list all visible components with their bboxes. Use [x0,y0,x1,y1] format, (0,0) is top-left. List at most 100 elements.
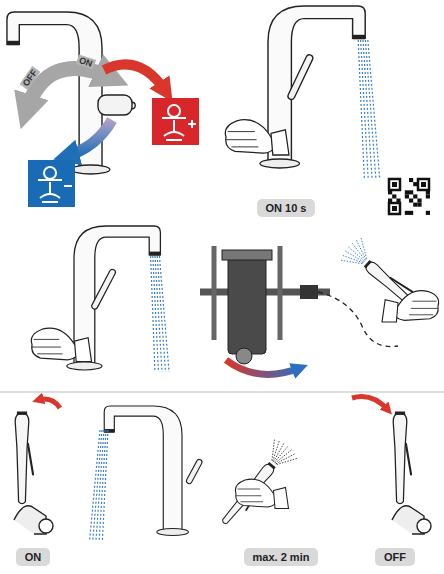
faucet [7,12,132,174]
valve-knob [417,519,431,533]
qr-ground [388,178,430,215]
spray-jet [341,249,363,270]
lever [291,58,309,96]
icon-sign [188,120,196,128]
lever [291,58,309,96]
aerator [353,35,366,40]
cold-arrow [66,120,112,156]
lever [95,272,113,306]
faucet [260,6,365,168]
finger-lines [32,339,63,353]
pill-text: ON 10 s [266,202,307,214]
icon-sign [64,185,72,187]
lever [189,462,199,481]
cuff [274,488,289,509]
qr-cell [413,203,417,207]
qr-cell [426,194,430,198]
water-stream [151,256,169,372]
spray-lever [390,275,412,296]
spray-body [219,462,275,526]
finger-lines [236,489,263,502]
water-stream [90,430,108,540]
spray-lever [406,444,411,475]
spray-body [393,413,407,504]
spray-head [364,260,372,268]
hand [225,120,289,155]
hand-spray [15,412,33,504]
divider [0,391,444,392]
faucet [104,406,199,536]
qr-cell [409,190,413,194]
shutoff-wheel [236,348,252,364]
cuff [75,338,92,362]
hand [235,479,288,508]
pill-text: OFF [384,551,406,563]
faucet-base [67,362,102,370]
status-pill: ON 10 s [257,199,316,217]
cuff [271,130,289,155]
handle [98,95,132,115]
aerator [149,252,160,256]
hand [382,291,439,322]
spray-head [395,412,405,415]
water-line [102,430,108,540]
qr-cell [405,211,409,215]
icon-square [152,98,199,145]
icon-figure [38,180,62,202]
filter-cartridge [228,254,266,354]
qr-cell [417,199,421,203]
temperature-icon [152,98,199,145]
spray-body [15,413,29,504]
status-pill: max. 2 min [244,548,319,566]
turn-off-arrow [352,397,388,411]
faucet-base [260,159,300,168]
qr-cell [392,182,396,186]
qr-finder [389,203,400,214]
spray-head [17,412,27,415]
spray-lever [28,444,33,475]
spray-jet [276,448,296,469]
water-line [90,430,100,540]
aerator [7,41,19,46]
qr-cell [392,194,396,198]
spray-jet [266,440,286,461]
qr-cell [413,194,417,198]
icon-head [44,167,56,179]
qr-finder [392,182,397,187]
icon-head [168,105,180,117]
lever [189,462,199,481]
temperature-icon [28,160,75,207]
qr-cell [409,211,413,215]
hand-palm [235,479,276,507]
qr-cell [405,190,409,194]
spray-head [267,462,275,470]
faucet-base [71,165,110,174]
water-line [99,430,106,540]
hand-palm [31,328,78,360]
lever [95,272,113,306]
finger-lines [226,132,258,147]
hose-connector [300,285,318,299]
qr-finder [389,179,400,190]
qr-cell [409,199,413,203]
finger-lines [409,301,438,315]
filter-head [222,250,272,260]
spray-jet [275,446,292,466]
qr-cell [409,178,413,182]
hand-spray [393,412,411,504]
pill-text: max. 2 min [253,551,310,563]
spray-jet [277,450,298,472]
cuff [382,300,398,322]
qr-cell [426,211,430,215]
status-pill: OFF [375,548,415,566]
faucet-base [157,528,189,535]
qr-finder [421,182,426,187]
position-arrow [26,68,112,112]
hot-arrow [104,64,166,92]
qr-finder [392,206,397,211]
water-line [368,40,380,178]
spray-jet [352,237,375,259]
icon-figure [162,118,186,140]
